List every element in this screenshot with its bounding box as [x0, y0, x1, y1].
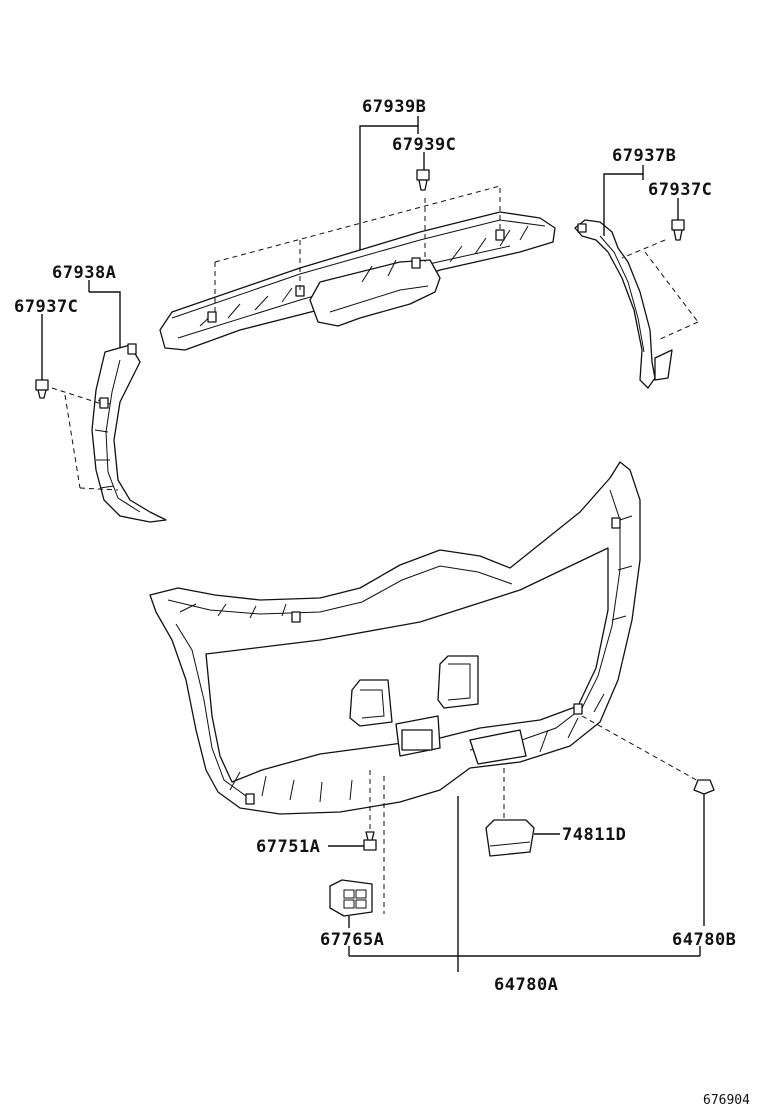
cover-67765A-part	[329, 879, 373, 917]
label-67765A: 67765A	[320, 930, 384, 950]
label-67937B: 67937B	[612, 146, 676, 166]
label-74811D: 74811D	[562, 825, 626, 845]
leader-lines	[41, 116, 705, 972]
small-parts-fastener-lines	[369, 715, 701, 914]
upper-garnish-part	[159, 211, 556, 351]
label-64780A: 64780A	[494, 975, 558, 995]
label-64780B: 64780B	[672, 930, 736, 950]
back-door-trim-board-part	[149, 461, 641, 815]
left-pillar-trim-part	[91, 343, 167, 523]
clip-67751A-part	[363, 831, 377, 851]
right-pillar-trim-part	[574, 219, 673, 389]
label-67938A: 67938A	[52, 263, 116, 283]
figure-number: 676904	[703, 1093, 750, 1108]
right-pillar-fastener-lines	[621, 239, 699, 341]
clip-67937C-left-part	[35, 379, 49, 399]
clip-64780B-part	[693, 779, 715, 795]
cover-74811D-part	[485, 819, 535, 857]
label-67939C: 67939C	[392, 135, 456, 155]
label-67937C-right: 67937C	[648, 180, 712, 200]
left-pillar-fastener-lines	[51, 387, 119, 491]
label-67751A: 67751A	[256, 837, 320, 857]
clip-67937C-right-part	[671, 219, 685, 241]
label-67937C-left: 67937C	[14, 297, 78, 317]
clip-67939C-part	[416, 169, 430, 191]
label-67939B: 67939B	[362, 97, 426, 117]
upper-garnish-fastener-lines	[214, 185, 501, 315]
